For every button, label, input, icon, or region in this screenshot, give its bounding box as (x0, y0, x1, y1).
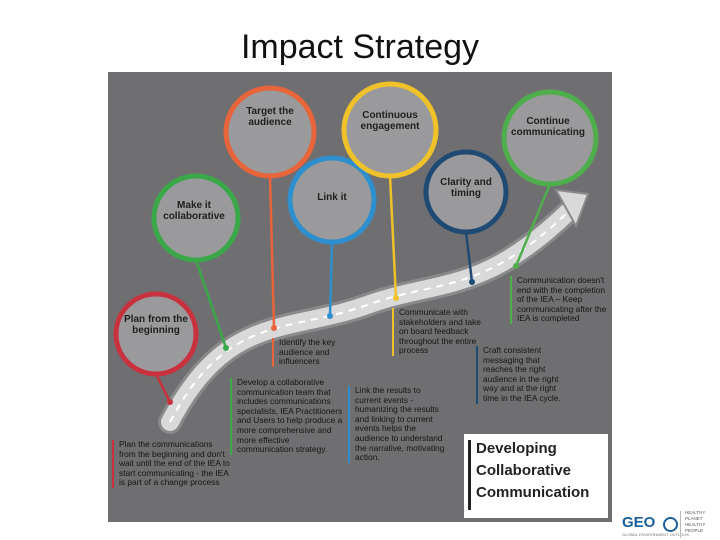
logo-tagline-3: HEALTHY (685, 522, 706, 527)
pin-stem-engagement (388, 175, 398, 299)
step-desc-clarity: Craft consistent messaging that reaches … (476, 345, 571, 404)
pin-stem-continue (514, 183, 552, 267)
step-desc-engagement: Communicate with stakeholders and take o… (392, 307, 489, 356)
step-desc-link: Link the results to current events - hum… (348, 385, 447, 463)
step-title-plan: Plan from the beginning (124, 314, 188, 336)
infographic-panel: Plan from the beginning Make it collabor… (108, 72, 612, 522)
step-title-link: Link it (317, 192, 347, 203)
pin-dot-plan (167, 399, 173, 405)
step-title-engagement: Continuous engagement (360, 110, 420, 132)
step-desc-continue: Communication doesn't end with the compl… (510, 275, 607, 324)
step-title-target: Target the audience (246, 106, 294, 128)
headline-line-1: Developing (476, 440, 557, 457)
pin-stem-collaborative (194, 259, 228, 349)
step-desc-target: Identify the key audience and influencer… (272, 337, 359, 367)
step-title-clarity: Clarity and timing (440, 177, 492, 199)
pin-circle-target (223, 85, 317, 179)
infographic-graphic (113, 81, 599, 434)
logo-tagline-1: HEALTHY (685, 510, 706, 515)
pin-dot-engagement (393, 295, 399, 301)
pin-stem-plan (154, 373, 172, 403)
pin-circle-continue (501, 89, 599, 187)
pin-stem-clarity (464, 231, 474, 283)
pin-circle-clarity (423, 149, 509, 235)
logo-divider (680, 511, 681, 538)
pin-dot-link (327, 313, 333, 319)
pin-circle-engagement (341, 81, 439, 179)
logo-wordmark: GEO (622, 514, 656, 531)
pin-stem-link (328, 241, 334, 317)
logo-subtitle: GLOBAL ENVIRONMENT OUTLOOK (622, 532, 690, 537)
step-desc-plan: Plan the communications from the beginni… (112, 439, 231, 488)
step-title-collaborative: Make it collaborative (163, 200, 225, 222)
headline-line-3: Communication (476, 484, 590, 501)
road-surface (161, 203, 577, 431)
logo-tagline-4: PEOPLE (685, 528, 704, 533)
logo-tagline: HEALTHY PLANET HEALTHY PEOPLE (685, 510, 705, 534)
pin-circle-link (287, 155, 377, 245)
pin-dot-continue (513, 263, 519, 269)
pin-dot-clarity (469, 279, 475, 285)
step-desc-collaborative: Develop a collaborative communication te… (230, 377, 345, 455)
slide-title: Impact Strategy (240, 28, 480, 66)
pin-circle-collaborative (151, 173, 241, 263)
pin-dot-target (271, 325, 277, 331)
headline-line-2: Collaborative (476, 462, 572, 479)
pin-stem-target (268, 175, 276, 329)
step-title-continue: Continue communicating (511, 116, 585, 138)
logo-tagline-2: PLANET (685, 516, 703, 521)
headline: Developing Collaborative Communication (476, 438, 589, 504)
logo-ring-icon (663, 517, 678, 532)
pin-dot-collaborative (223, 345, 229, 351)
road-arrowhead (554, 188, 590, 229)
headline-box (464, 434, 608, 518)
geo-logo: GEO GLOBAL ENVIRONMENT OUTLOOK HEALTHY P… (618, 508, 718, 540)
headline-bar (468, 440, 471, 510)
pin-circle-plan (113, 291, 199, 377)
